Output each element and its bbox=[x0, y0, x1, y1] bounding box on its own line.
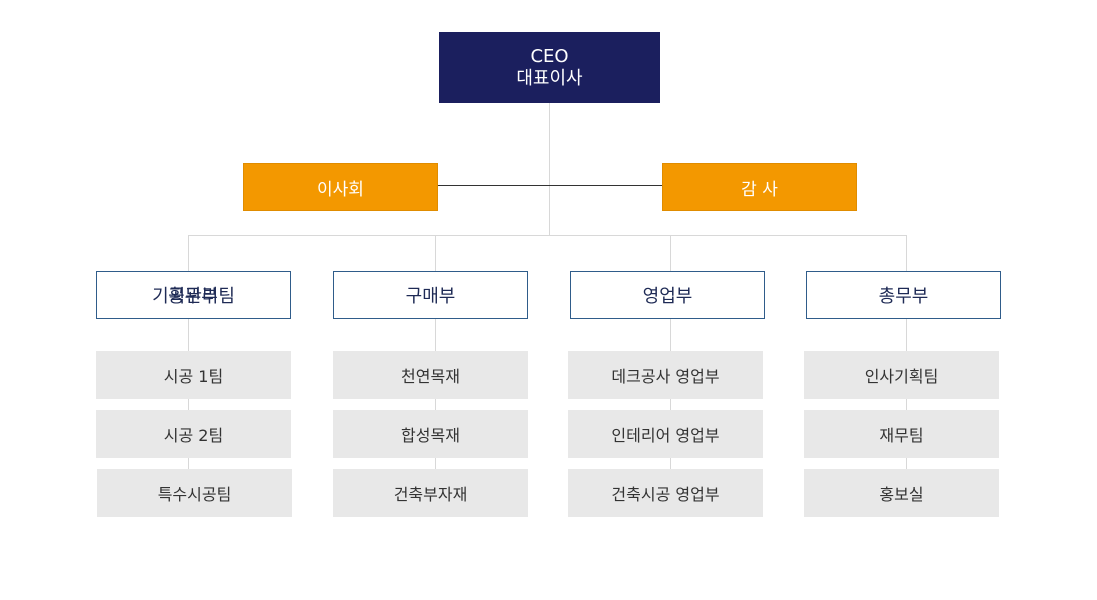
team-box: 시공 2팀 bbox=[96, 410, 291, 458]
team-box: 건축시공 영업부 bbox=[568, 469, 763, 517]
board-label: 이사회 bbox=[317, 179, 364, 200]
dept-box-2: 구매부 bbox=[333, 271, 528, 319]
team-label: 건축시공 영업부 bbox=[611, 485, 720, 504]
connector-board-audit bbox=[438, 185, 662, 186]
team-box: 재무팀 bbox=[804, 410, 999, 458]
connector-dept-2 bbox=[435, 235, 436, 271]
team-label: 합성목재 bbox=[401, 426, 460, 445]
team-box: 인사기획팀 bbox=[804, 351, 999, 399]
audit-label: 감 사 bbox=[741, 179, 778, 200]
dept-box-4: 총무부 bbox=[806, 271, 1001, 319]
team-box: 천연목재 bbox=[333, 351, 528, 399]
dept-box-3: 영업부 bbox=[570, 271, 765, 319]
team-box: 인테리어 영업부 bbox=[568, 410, 763, 458]
dept-name-4: 총무부 bbox=[878, 286, 929, 307]
audit-box: 감 사 bbox=[662, 163, 857, 211]
connector-dept-4 bbox=[906, 235, 907, 271]
team-label: 인테리어 영업부 bbox=[611, 426, 720, 445]
team-box: 홍보실 bbox=[804, 469, 999, 517]
team-label: 인사기획팀 bbox=[864, 367, 939, 386]
dept-name-1: 기획관리팀 bbox=[152, 286, 235, 307]
dept-label-1: 기획관리팀 공무부 bbox=[152, 282, 235, 308]
team-box: 특수시공팀 bbox=[97, 469, 292, 517]
connector-dept-1 bbox=[188, 235, 189, 271]
connector-ceo-vertical bbox=[549, 103, 550, 236]
dept-name-2: 구매부 bbox=[405, 286, 456, 307]
team-label: 시공 1팀 bbox=[163, 367, 224, 386]
team-label: 재무팀 bbox=[879, 426, 924, 445]
ceo-box: CEO 대표이사 bbox=[439, 32, 660, 103]
team-box: 데크공사 영업부 bbox=[568, 351, 763, 399]
team-label: 홍보실 bbox=[879, 485, 924, 504]
team-label: 천연목재 bbox=[401, 367, 460, 386]
ceo-label-en: CEO bbox=[530, 45, 569, 67]
ceo-label-ko: 대표이사 bbox=[516, 67, 583, 89]
team-label: 특수시공팀 bbox=[157, 485, 232, 504]
board-box: 이사회 bbox=[243, 163, 438, 211]
dept-name-3: 영업부 bbox=[642, 286, 693, 307]
team-box: 시공 1팀 bbox=[96, 351, 291, 399]
dept-box-1: 기획관리팀 공무부 bbox=[96, 271, 291, 319]
team-box: 건축부자재 bbox=[333, 469, 528, 517]
connector-dept-3 bbox=[670, 235, 671, 271]
team-label: 시공 2팀 bbox=[163, 426, 224, 445]
team-label: 데크공사 영업부 bbox=[611, 367, 720, 386]
team-label: 건축부자재 bbox=[393, 485, 468, 504]
dept-name-1-overlap: 공무부 bbox=[168, 286, 218, 307]
connector-dept-horizontal bbox=[188, 235, 907, 236]
team-box: 합성목재 bbox=[333, 410, 528, 458]
